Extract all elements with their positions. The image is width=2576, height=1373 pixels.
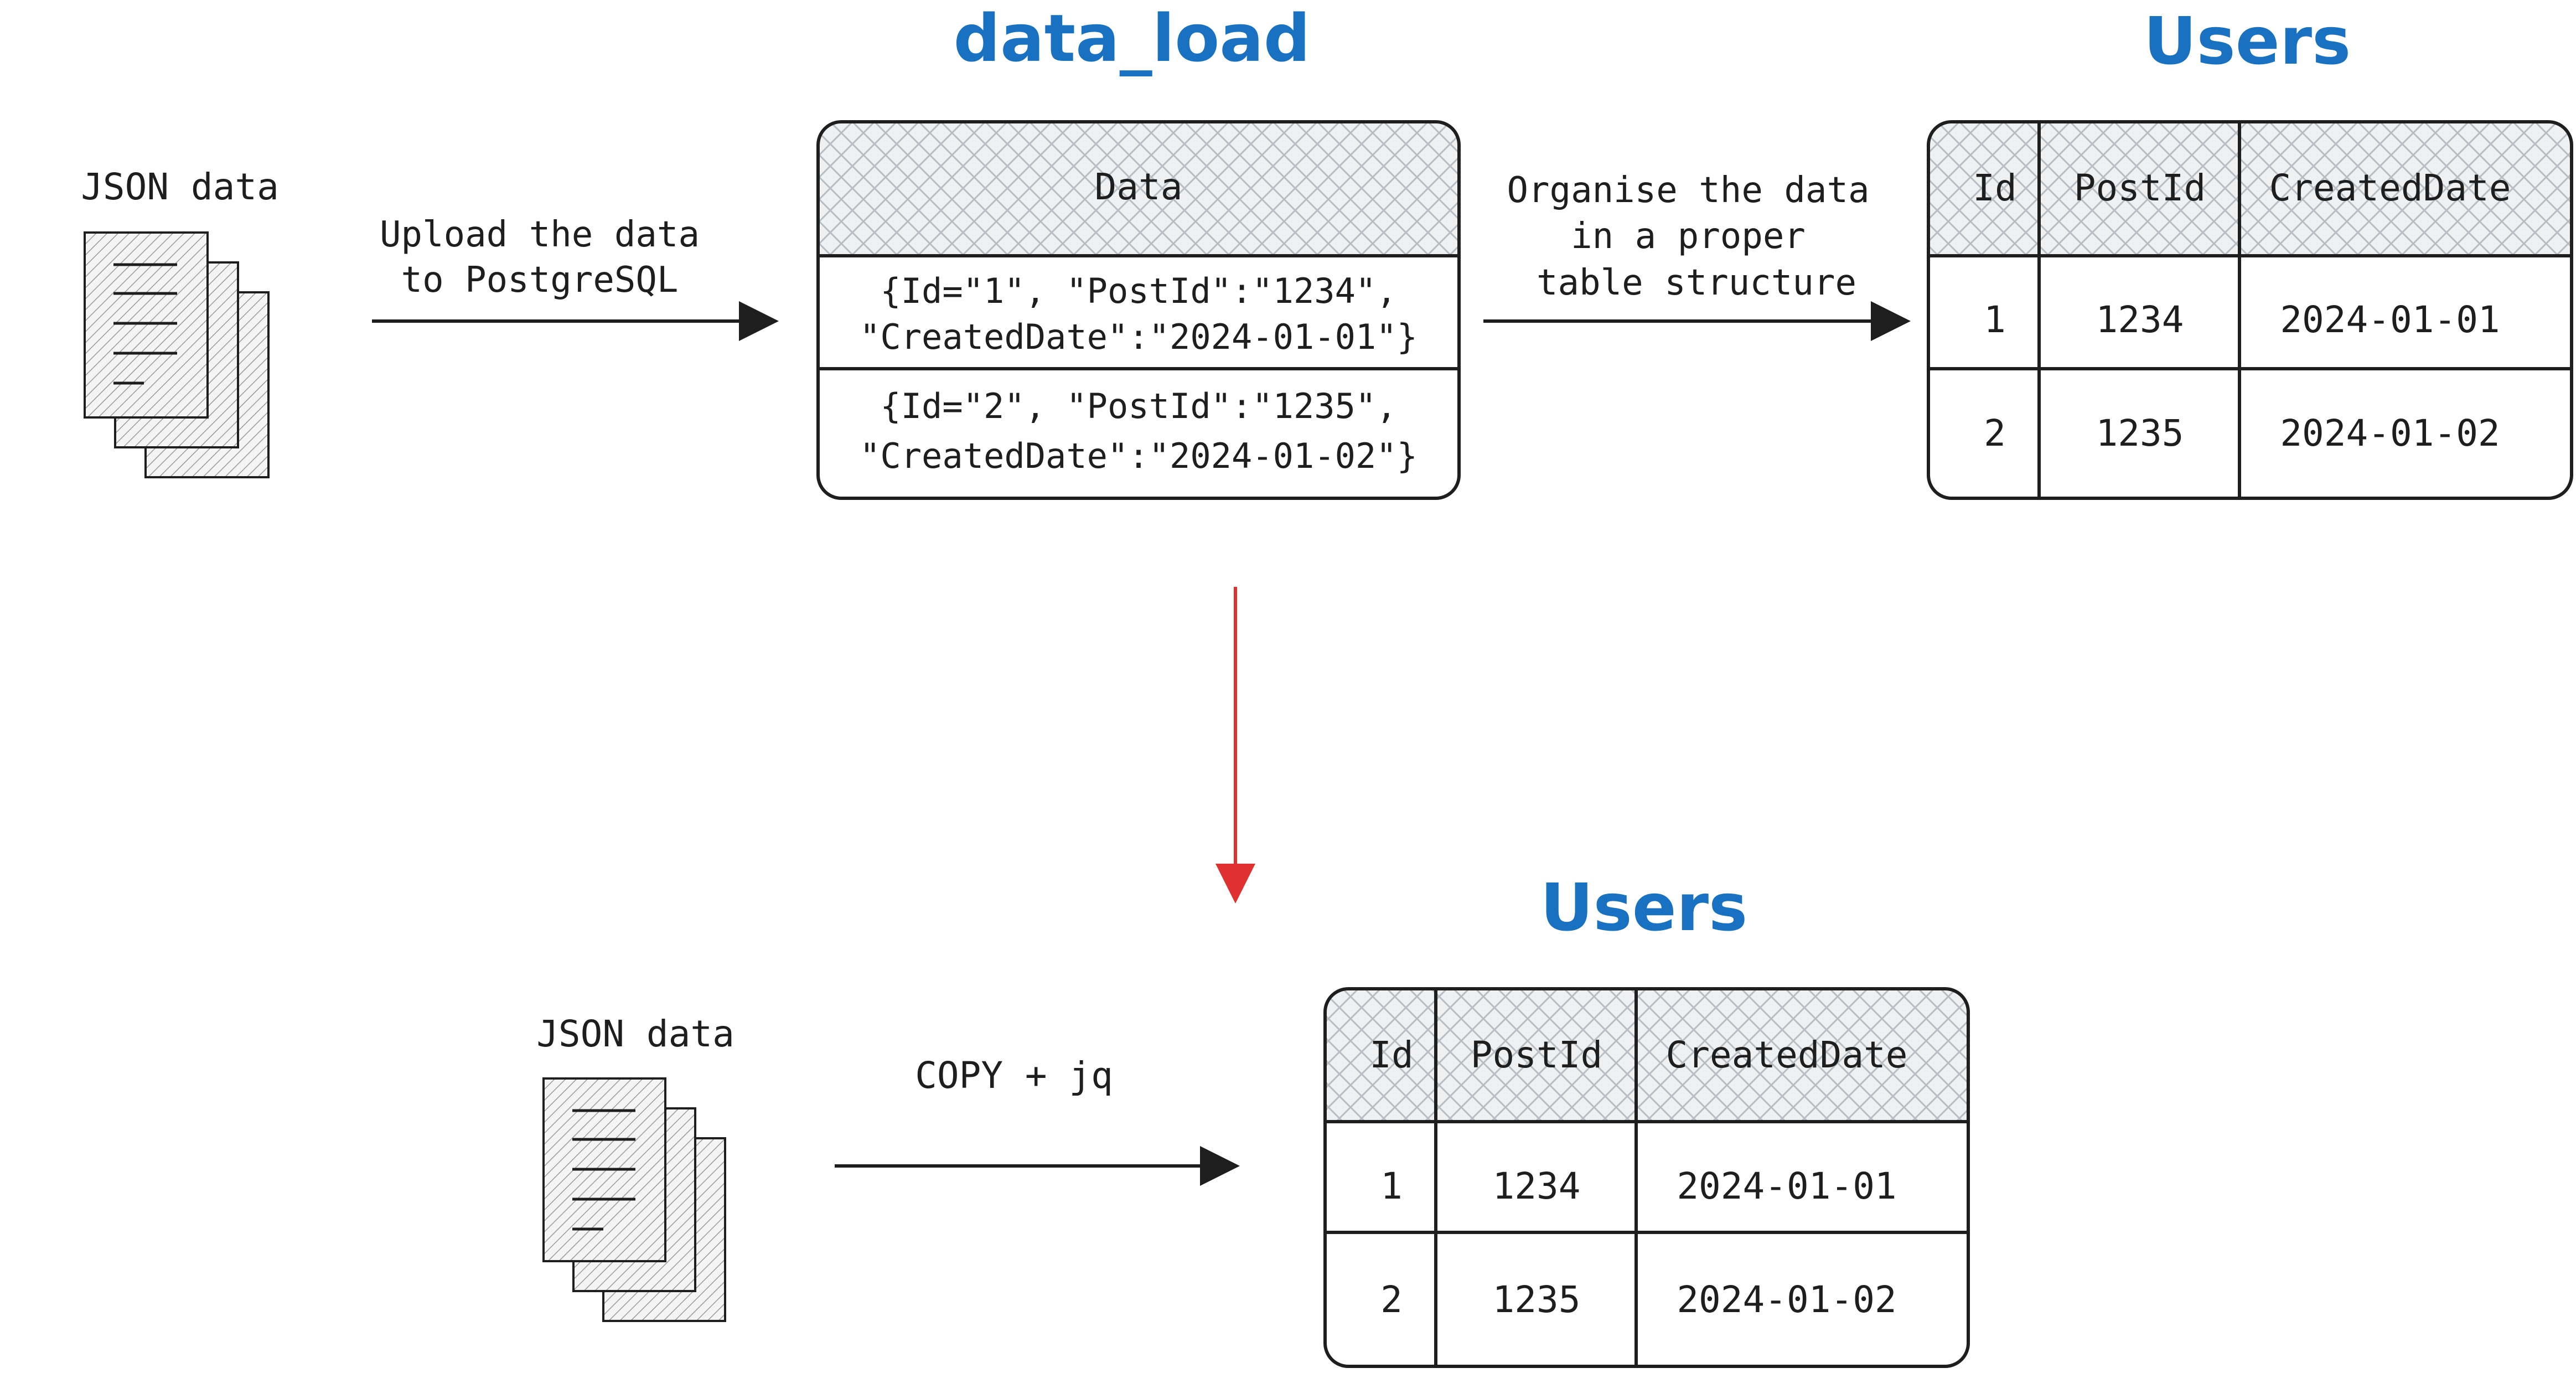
json-data-label-bottom: JSON data <box>536 1013 734 1055</box>
copy-jq-label: COPY + jq <box>915 1054 1113 1097</box>
upload-label-line2: to PostgreSQL <box>401 260 679 301</box>
users-bottom-row1-id: 1 <box>1380 1165 1403 1207</box>
users-bottom-row2-createddate: 2024-01-02 <box>1677 1278 1896 1321</box>
users-title-top: Users <box>2144 3 2351 79</box>
users-top-row2-postid: 1235 <box>2096 412 2184 455</box>
users-top-header-postid: PostId <box>2074 167 2206 209</box>
data-load-table: Data {Id="1", "PostId":"1234", "CreatedD… <box>816 120 1461 500</box>
users-top-row1-createddate: 2024-01-01 <box>2280 298 2500 341</box>
users-top-header-id: Id <box>1973 167 2016 209</box>
users-table-bottom: Id PostId CreatedDate 1 1234 2024-01-01 … <box>1323 987 1970 1368</box>
users-top-row2-id: 2 <box>1984 412 2006 455</box>
data-row-1-line1: {Id="1", "PostId":"1234", <box>880 271 1396 311</box>
users-bottom-header-createddate: CreatedDate <box>1665 1034 1907 1076</box>
data-row-1-line2: "CreatedDate":"2024-01-01"} <box>860 317 1418 357</box>
users-table-top: Id PostId CreatedDate 1 1234 2024-01-01 … <box>1927 120 2573 500</box>
json-data-label: JSON data <box>81 166 279 208</box>
organise-label-line1: Organise the data <box>1507 170 1869 211</box>
users-bottom-header-id: Id <box>1369 1034 1413 1076</box>
users-bottom-header-postid: PostId <box>1471 1034 1602 1076</box>
users-top-row2-createddate: 2024-01-02 <box>2280 412 2500 455</box>
data-header: Data <box>1095 166 1183 208</box>
data-row-2-line2: "CreatedDate":"2024-01-02"} <box>860 436 1418 476</box>
users-bottom-row2-postid: 1235 <box>1493 1278 1581 1321</box>
document-stack-icon-bottom <box>542 1077 726 1322</box>
users-bottom-row1-postid: 1234 <box>1493 1165 1581 1207</box>
data-load-title: data_load <box>954 0 1311 76</box>
users-title-bottom: Users <box>1540 869 1748 946</box>
document-stack-icon <box>84 231 270 478</box>
users-bottom-row1-createddate: 2024-01-01 <box>1677 1165 1896 1207</box>
users-top-row1-id: 1 <box>1984 298 2006 341</box>
users-top-header-createddate: CreatedDate <box>2269 167 2511 209</box>
organise-label-line3: table structure <box>1537 262 1856 303</box>
users-top-row1-postid: 1234 <box>2096 298 2184 341</box>
data-row-2-line1: {Id="2", "PostId":"1235", <box>880 386 1396 426</box>
upload-label-line1: Upload the data <box>380 214 700 255</box>
organise-label-line2: in a proper <box>1571 216 1806 257</box>
users-bottom-row2-id: 2 <box>1380 1278 1403 1321</box>
